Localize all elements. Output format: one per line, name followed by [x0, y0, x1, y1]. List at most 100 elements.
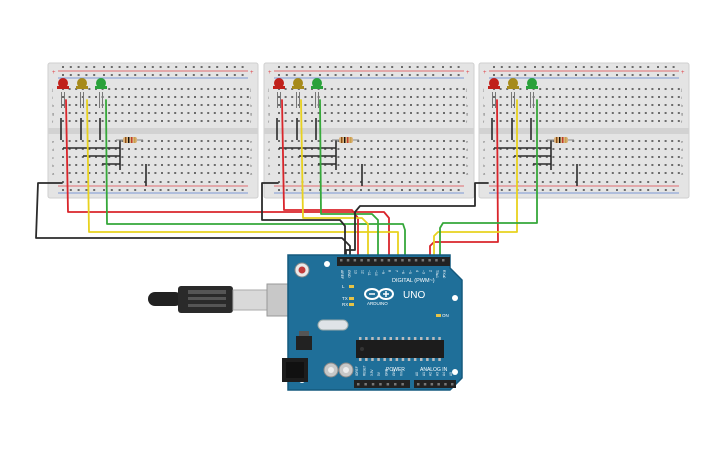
terminal-hole: [377, 140, 379, 142]
chip-pin: [438, 358, 441, 361]
terminal-hole: [297, 156, 300, 158]
rail-hole: [375, 189, 378, 191]
rail-hole: [590, 189, 593, 191]
terminal-hole: [344, 112, 346, 114]
row-label: j: [249, 87, 251, 92]
terminal-hole: [658, 96, 660, 98]
terminal-hole: [512, 104, 515, 106]
terminal-hole: [416, 156, 419, 158]
terminal-hole: [499, 148, 502, 150]
terminal-hole: [213, 88, 216, 90]
terminal-hole: [572, 172, 575, 174]
terminal-hole: [141, 148, 144, 150]
terminal-hole: [605, 112, 608, 114]
terminal-hole: [297, 140, 300, 142]
resistor-body: [123, 137, 137, 143]
row-label: a: [250, 171, 253, 176]
terminal-hole: [383, 148, 386, 150]
terminal-hole: [403, 88, 406, 90]
terminal-hole: [611, 120, 614, 122]
header-pin: [353, 259, 357, 262]
header-pin: [417, 383, 420, 386]
rail-hole: [541, 181, 544, 183]
row-label: i: [268, 95, 269, 100]
terminal-hole: [625, 88, 627, 90]
terminal-hole: [297, 120, 300, 122]
terminal-hole: [330, 148, 333, 150]
rail-hole: [360, 181, 362, 183]
terminal-hole: [429, 140, 432, 142]
terminal-hole: [410, 96, 412, 98]
terminal-hole: [350, 156, 353, 158]
power-header: [354, 380, 410, 388]
header-pin: [387, 259, 391, 262]
terminal-hole: [297, 96, 300, 98]
terminal-hole: [207, 172, 210, 174]
terminal-hole: [363, 172, 366, 174]
rail-hole: [647, 66, 650, 68]
row-label: a: [483, 171, 486, 176]
wire-yellow: [300, 99, 369, 263]
model-label: UNO: [403, 290, 425, 301]
terminal-hole: [493, 104, 495, 106]
terminal-hole: [644, 148, 647, 150]
header-pin: [451, 383, 454, 386]
rail-hole: [664, 189, 667, 191]
rail-hole: [167, 189, 170, 191]
rail-hole: [216, 66, 219, 68]
rail-hole: [639, 181, 642, 183]
terminal-hole: [671, 112, 674, 114]
rail-hole: [672, 74, 675, 76]
terminal-hole: [403, 172, 406, 174]
terminal-hole: [161, 120, 163, 122]
terminal-hole: [278, 156, 280, 158]
terminal-hole: [526, 156, 528, 158]
terminal-hole: [631, 172, 634, 174]
terminal-hole: [108, 156, 111, 158]
row-label: e: [268, 139, 271, 144]
rail-hole: [500, 189, 503, 191]
terminal-hole: [396, 172, 399, 174]
terminal-hole: [499, 172, 502, 174]
terminal-hole: [220, 88, 223, 90]
terminal-hole: [677, 88, 680, 90]
terminal-hole: [552, 104, 555, 106]
terminal-hole: [291, 96, 294, 98]
terminal-hole: [370, 140, 373, 142]
terminal-hole: [213, 156, 216, 158]
terminal-hole: [462, 172, 465, 174]
terminal-hole: [677, 156, 680, 158]
terminal-hole: [121, 172, 124, 174]
terminal-hole: [344, 120, 346, 122]
terminal-hole: [664, 88, 667, 90]
rail-hole: [159, 74, 162, 76]
terminal-hole: [317, 148, 320, 150]
rail-hole: [416, 74, 419, 76]
terminal-hole: [677, 140, 680, 142]
terminal-hole: [512, 140, 515, 142]
terminal-hole: [429, 104, 432, 106]
rail-hole: [508, 74, 511, 76]
terminal-hole: [410, 112, 412, 114]
terminal-hole: [377, 148, 379, 150]
terminal-hole: [592, 88, 594, 90]
terminal-hole: [625, 96, 627, 98]
terminal-hole: [519, 172, 522, 174]
terminal-hole: [410, 156, 412, 158]
terminal-hole: [403, 104, 406, 106]
terminal-hole: [233, 172, 236, 174]
rail-hole: [134, 66, 137, 68]
terminal-hole: [284, 148, 287, 150]
resistor-icon: [332, 137, 359, 143]
usb-cable: [148, 283, 312, 317]
terminal-hole: [147, 104, 150, 106]
terminal-hole: [449, 96, 452, 98]
terminal-hole: [141, 140, 144, 142]
terminal-hole: [436, 88, 439, 90]
terminal-hole: [664, 96, 667, 98]
chip-pin: [395, 358, 399, 361]
pin-label: RX◂0: [442, 270, 446, 278]
terminal-hole: [88, 120, 91, 122]
terminal-hole: [592, 148, 594, 150]
terminal-hole: [81, 172, 84, 174]
